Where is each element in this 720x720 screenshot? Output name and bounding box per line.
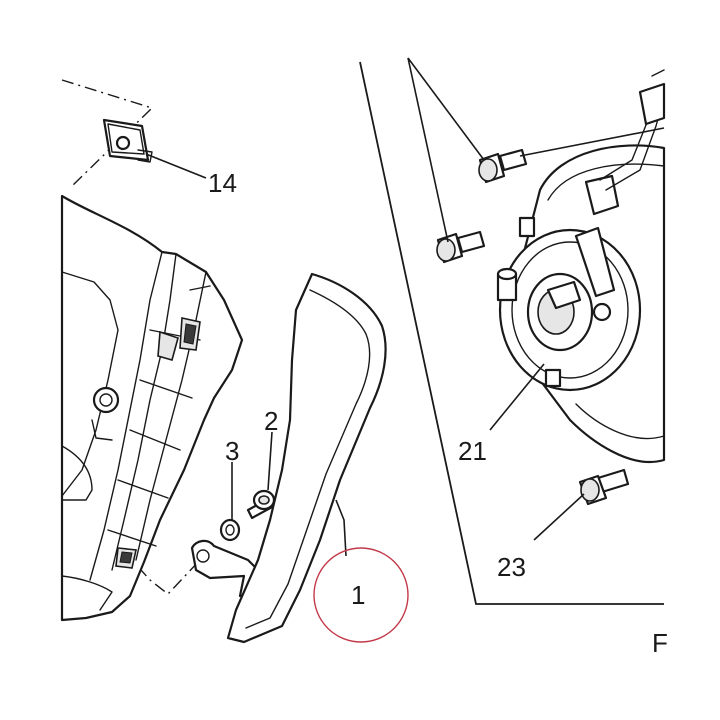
- fan-assembly: [496, 69, 666, 463]
- callout-2: 2: [264, 406, 278, 436]
- callout-23: 23: [497, 552, 526, 582]
- clip-nut-14: [102, 118, 153, 163]
- callout-3: 3: [225, 436, 239, 466]
- section-frame: [359, 61, 664, 605]
- side-cover-1: [226, 272, 387, 644]
- edge-text: F: [652, 628, 668, 658]
- bolt-upper: [478, 148, 528, 184]
- cover-panel: [60, 194, 244, 622]
- bolt-middle: [436, 230, 486, 264]
- highlight-circle: [313, 547, 409, 643]
- leader-lines: [145, 57, 665, 557]
- callout-21: 21: [458, 436, 487, 466]
- callout-14: 14: [208, 168, 237, 198]
- callout-1: 1: [351, 580, 365, 610]
- bolt-23: [578, 468, 630, 506]
